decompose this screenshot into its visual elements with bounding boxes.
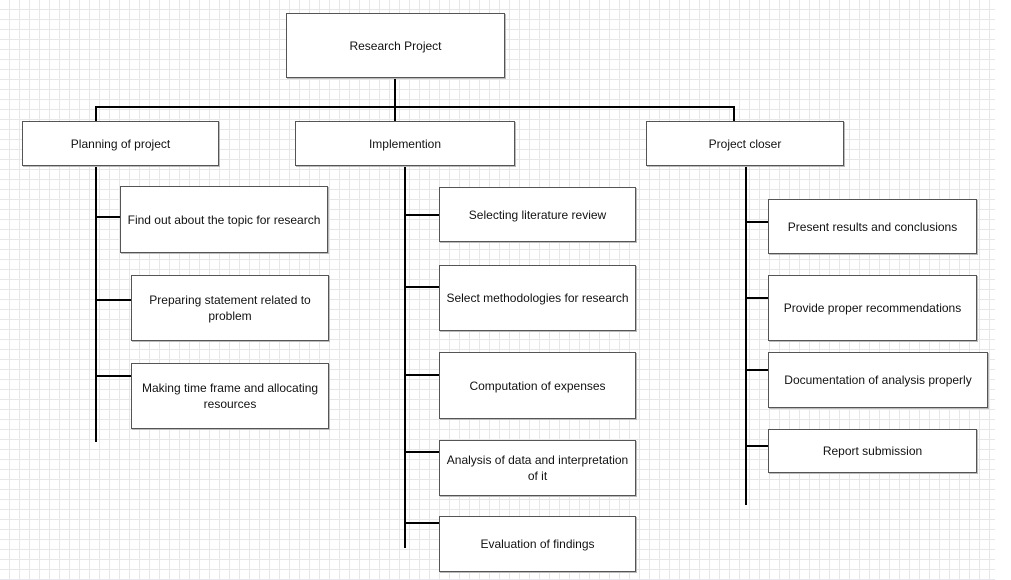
node-root: Research Project: [286, 13, 505, 78]
node-planning-child-1: Find out about the topic for research: [120, 186, 328, 253]
node-close-child-3: Documentation of analysis properly: [768, 352, 988, 408]
node-impl-child-1: Selecting literature review: [439, 187, 636, 242]
node-implementation: Implemention: [295, 121, 515, 166]
node-impl-child-4: Analysis of data and interpretation of i…: [439, 440, 636, 496]
node-planning-child-2: Preparing statement related to problem: [131, 275, 329, 341]
node-planning: Planning of project: [22, 121, 219, 166]
node-close-child-2: Provide proper recommendations: [768, 275, 977, 341]
node-planning-child-3: Making time frame and allocating resourc…: [131, 363, 329, 429]
node-impl-child-2: Select methodologies for research: [439, 265, 636, 331]
node-impl-child-5: Evaluation of findings: [439, 516, 636, 572]
node-close-child-1: Present results and conclusions: [768, 199, 977, 254]
node-impl-child-3: Computation of expenses: [439, 352, 636, 419]
node-closure: Project closer: [646, 121, 844, 166]
node-close-child-4: Report submission: [768, 429, 977, 473]
